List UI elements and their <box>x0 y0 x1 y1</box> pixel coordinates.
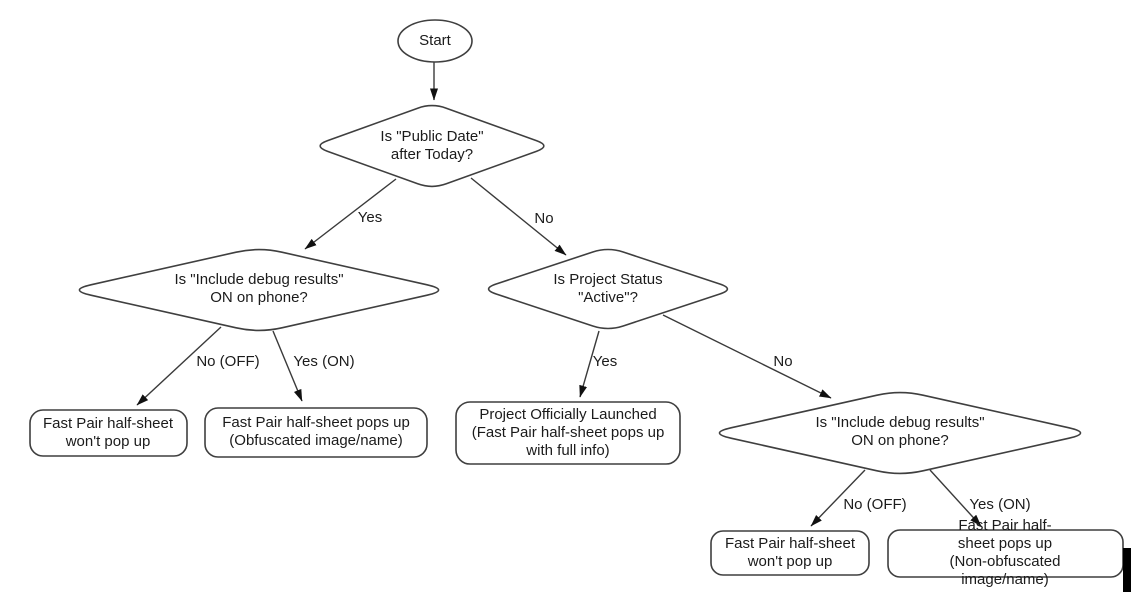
edge-label-public-date-yes: Yes <box>357 209 383 226</box>
outcome-wont-popup-left-label: Fast Pair half-sheet won't pop up <box>42 415 174 450</box>
edge-debug-right-yes-on <box>929 469 982 527</box>
decision-project-status-label: Is Project Status "Active"? <box>553 271 663 306</box>
outcome-obfuscated-label: Fast Pair half-sheet pops up (Obfuscated… <box>222 414 410 449</box>
outcome-wont-popup-right-label: Fast Pair half-sheet won't pop up <box>724 535 856 570</box>
start-node-shape <box>397 19 473 63</box>
edge-label-public-date-no: No <box>534 210 554 227</box>
decision-public-date-label: Is "Public Date" after Today? <box>380 128 484 163</box>
outcome-wont-popup-right-shape <box>710 530 870 576</box>
outcome-launched-label: Project Officially Launched (Fast Pair h… <box>471 406 665 459</box>
edge-label-project-status-yes: Yes <box>592 353 618 370</box>
outcome-obfuscated-shape <box>204 407 428 458</box>
edge-public-date-no <box>470 177 567 256</box>
decision-debug-left-label: Is "Include debug results" ON on phone? <box>174 271 344 306</box>
decision-debug-left-shape <box>78 248 440 332</box>
edge-label-debug-right-no-off: No (OFF) <box>843 496 907 513</box>
edge-public-date-yes <box>304 178 397 250</box>
text-cursor-artifact <box>1123 548 1131 592</box>
edge-project-status-no <box>662 314 832 399</box>
edge-label-project-status-no: No <box>773 353 793 370</box>
outcome-non-obfuscated-label: Fast Pair half-sheet pops up (Non-obfusc… <box>949 517 1061 588</box>
edge-debug-right-no-off <box>810 469 866 527</box>
outcome-wont-popup-left-shape <box>29 409 188 457</box>
decision-debug-right-shape <box>718 391 1082 475</box>
edge-debug-left-no-off <box>136 326 222 406</box>
edge-label-debug-right-yes-on: Yes (ON) <box>969 496 1031 513</box>
outcome-launched-shape <box>455 401 681 465</box>
decision-debug-right-label: Is "Include debug results" ON on phone? <box>815 414 985 449</box>
edge-label-debug-left-yes-on: Yes (ON) <box>293 353 355 370</box>
edge-debug-left-yes-on <box>272 330 303 402</box>
edge-project-status-yes <box>579 330 600 398</box>
start-node-label: Start <box>419 32 451 49</box>
decision-project-status-shape <box>487 248 729 330</box>
edge-label-debug-left-no-off: No (OFF) <box>196 353 260 370</box>
decision-public-date-shape <box>319 104 545 188</box>
